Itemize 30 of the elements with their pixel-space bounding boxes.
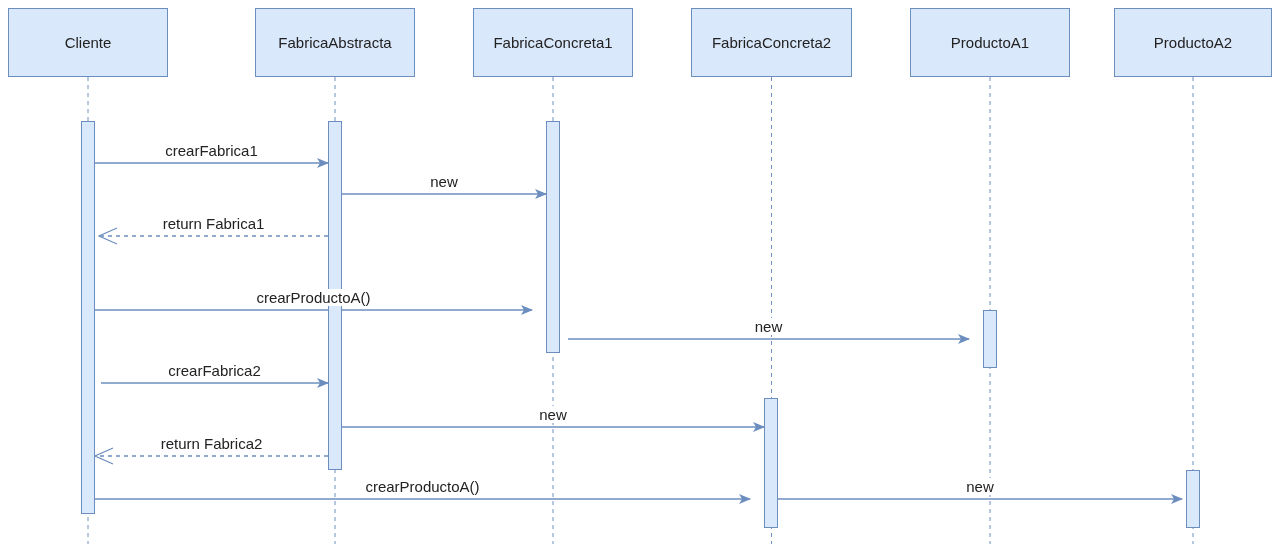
message-label: return Fabrica2	[158, 435, 265, 452]
activation-bar	[983, 310, 997, 368]
message-label: crearProductoA()	[363, 478, 482, 495]
message-label: return Fabrica1	[160, 215, 267, 232]
message-arrow	[94, 305, 533, 315]
message-arrow	[94, 494, 751, 504]
return-arrow	[98, 227, 329, 245]
participant-box: ProductoA2	[1114, 8, 1272, 77]
participant-box: FabricaAbstracta	[255, 8, 415, 77]
participant-box: FabricaConcreta2	[691, 8, 852, 77]
participant-box: Cliente	[8, 8, 168, 77]
message-arrow	[777, 494, 1183, 504]
activation-bar	[764, 398, 778, 528]
message-arrow	[94, 158, 329, 168]
return-arrow	[94, 447, 329, 465]
message-arrow	[341, 189, 547, 199]
activation-bar	[546, 121, 560, 353]
activation-bar	[1186, 470, 1200, 528]
activation-bar	[81, 121, 95, 514]
participant-box: ProductoA1	[910, 8, 1070, 77]
message-label: crearFabrica1	[163, 142, 260, 159]
message-arrow	[567, 334, 970, 344]
message-label: crearProductoA()	[254, 289, 373, 306]
message-arrow	[341, 422, 765, 432]
participant-box: FabricaConcreta1	[473, 8, 633, 77]
message-label: new	[964, 478, 996, 495]
message-label: crearFabrica2	[166, 362, 263, 379]
message-label: new	[537, 406, 569, 423]
message-arrow	[100, 378, 329, 388]
message-label: new	[752, 318, 785, 335]
